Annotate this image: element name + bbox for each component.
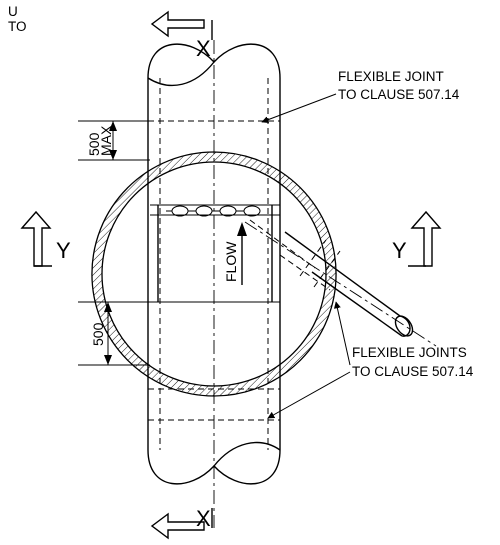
dim-bot-arrow-1 — [104, 302, 112, 312]
branch-upper-wall — [284, 231, 401, 317]
section-label-right: Y — [392, 238, 407, 263]
section-arrow-top — [150, 10, 205, 38]
section-label-bottom: X — [196, 506, 211, 531]
section-arrow-right — [410, 210, 442, 267]
branch-inner-upper — [249, 219, 316, 269]
flow-arrow-head — [237, 222, 247, 236]
section-marker-top: X — [150, 10, 213, 61]
dimension-top: 500 MAX — [78, 120, 150, 161]
section-arrow-bottom — [150, 512, 205, 540]
branch-end-ellipse — [394, 315, 414, 337]
pipe-top-break-inner — [147, 61, 215, 87]
corner-text-line1: U — [8, 4, 18, 19]
callout-joints-line1: FLEXIBLE JOINTS — [352, 345, 467, 360]
callout-joints-leader-2 — [267, 371, 351, 419]
branch-inner-lower — [279, 254, 331, 291]
chamber-wall-hatch — [91, 151, 337, 397]
section-marker-right: Y — [392, 210, 442, 267]
branch-joint-2 — [313, 250, 341, 288]
flow-indicator: FLOW — [223, 222, 247, 285]
callout-flexible-joints: FLEXIBLE JOINTS TO CLAUSE 507.14 — [267, 301, 474, 419]
channel-benching — [150, 204, 280, 303]
dim-bottom-value: 500 — [90, 322, 106, 346]
manhole-chamber — [91, 151, 337, 397]
branch-end-cap — [399, 315, 411, 337]
dim-top-arrow-2 — [109, 150, 117, 160]
branch-pipe — [244, 219, 437, 347]
pipe-bottom-break-inner — [213, 441, 281, 467]
callout-joint-line2: TO CLAUSE 507.14 — [338, 87, 460, 102]
section-marker-bottom: X — [150, 506, 213, 540]
callout-joint-line1: FLEXIBLE JOINT — [338, 69, 444, 84]
dim-top-value: 500 — [86, 132, 102, 156]
section-label-top: X — [196, 36, 211, 61]
callout-joints-leader-1 — [333, 301, 351, 366]
dimension-bottom: 500 — [78, 301, 158, 366]
dim-top-arrow-1 — [109, 121, 117, 131]
section-marker-left: Y — [20, 210, 71, 267]
vertical-pipe — [147, 40, 281, 528]
branch-joint-1 — [299, 239, 327, 277]
flow-label: FLOW — [223, 241, 239, 282]
section-arrow-left — [20, 210, 52, 267]
callout-joints-line2: TO CLAUSE 507.14 — [352, 364, 474, 379]
section-label-left: Y — [56, 238, 71, 263]
callout-joint-leader — [261, 93, 337, 124]
corner-text-line2: TO — [8, 19, 27, 34]
branch-lower-wall — [311, 271, 403, 337]
dim-bot-arrow-2 — [104, 355, 112, 365]
dim-top-suffix: MAX — [98, 125, 114, 156]
callout-flexible-joint: FLEXIBLE JOINT TO CLAUSE 507.14 — [261, 69, 460, 124]
branch-centre-line — [244, 221, 437, 347]
